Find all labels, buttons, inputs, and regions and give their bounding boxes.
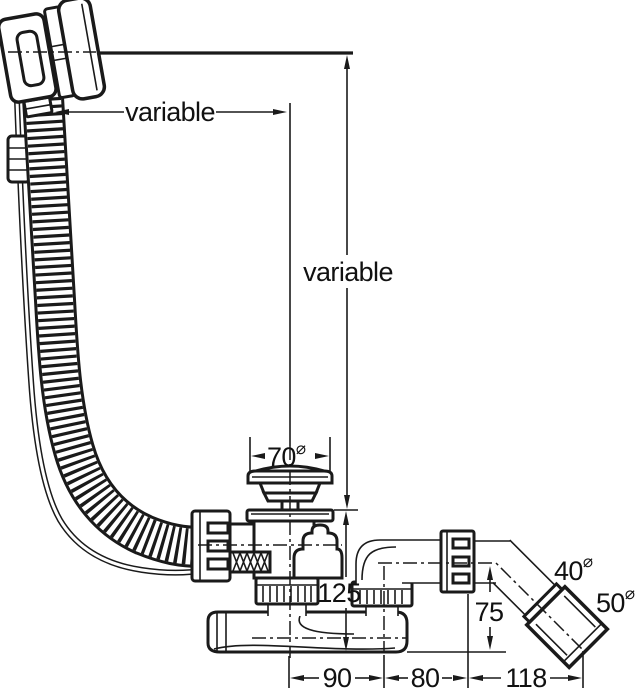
- outlet-elbow: [355, 539, 440, 584]
- centerlines: [8, 51, 583, 658]
- outlet-straight-pipe: [472, 540, 510, 584]
- dim-outlet-end-diameter: 50⌀: [596, 584, 635, 618]
- dim-label-drain-height: 125: [317, 578, 360, 608]
- dim-overflow-horizontal: variable: [55, 97, 291, 446]
- dim-label-overflow-horizontal: variable: [125, 97, 215, 127]
- dim-drain-height: 125: [317, 509, 361, 651]
- trap-body: [206, 610, 409, 654]
- dim-label-outlet-pipe: 40⌀: [554, 552, 593, 586]
- overflow-rosette: [56, 0, 107, 101]
- dim-outlet-height: 75: [407, 566, 506, 653]
- tee-dome: [292, 523, 344, 580]
- dim-label-plug-diameter: 70⌀: [267, 439, 306, 472]
- hose-coupling-nut: [190, 509, 232, 583]
- dim-label-span-118: 118: [505, 663, 546, 690]
- corrugated-overflow-hose: [22, 96, 203, 568]
- dim-overflow-vertical: variable: [303, 55, 393, 509]
- dim-outlet-pipe-diameter: 40⌀: [554, 552, 593, 586]
- elbow-union-nut: [350, 580, 414, 608]
- dim-label-outlet-end: 50⌀: [596, 584, 635, 618]
- outlet-end-socket: [524, 584, 610, 670]
- dim-bottom-chain: 90 80 118: [288, 594, 584, 690]
- dim-label-span-90: 90: [323, 663, 352, 690]
- outlet-angled-pipe: [492, 539, 610, 670]
- dim-label-outlet-height: 75: [475, 597, 504, 627]
- tee-union-nut: [254, 576, 320, 606]
- dim-plug-diameter: 70⌀: [249, 437, 331, 472]
- dim-label-span-80: 80: [411, 663, 440, 690]
- outlet-coupling-nut: [439, 529, 476, 594]
- dim-label-overflow-vertical: variable: [303, 257, 393, 287]
